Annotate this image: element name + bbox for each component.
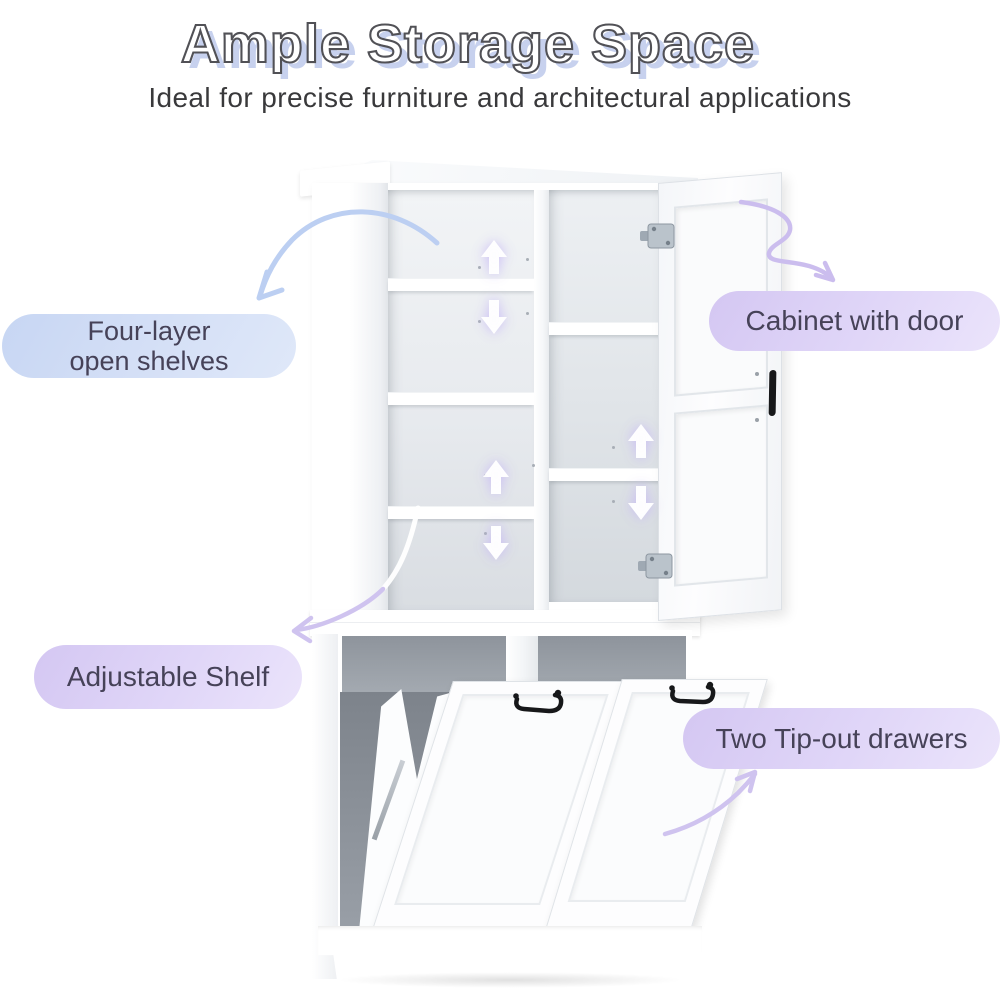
open-shelf-2 <box>388 392 534 405</box>
door-handle <box>768 369 777 417</box>
shelf-pin-hole <box>526 312 529 315</box>
callout-open-shelves-line1: Four-layer <box>87 315 211 346</box>
shelf-pin-hole <box>526 258 529 261</box>
open-shelf-1 <box>388 278 534 291</box>
callout-tip-out-drawers-label: Two Tip-out drawers <box>715 722 968 754</box>
callout-adjustable-shelf-label: Adjustable Shelf <box>66 661 270 693</box>
shelf-adjust-down-icon <box>628 482 654 520</box>
page-title-shadow-text: Ample Storage Space <box>188 20 762 80</box>
shelf-adjust-down-icon <box>483 522 509 560</box>
shelf-pin-hole <box>478 266 481 269</box>
door-lower-recessed-panel <box>674 404 768 587</box>
shelf-pin-hole <box>484 532 487 535</box>
shelf-pin-hole <box>612 446 615 449</box>
shelf-adjust-down-icon <box>481 296 507 334</box>
shelf-pin-hole <box>478 320 481 323</box>
center-divider-panel <box>534 190 549 610</box>
open-shelf-3 <box>388 506 534 519</box>
callout-adjustable-shelf: Adjustable Shelf <box>34 645 302 709</box>
shelf-adjust-up-icon <box>628 424 654 462</box>
shelf-adjust-up-icon <box>483 460 509 498</box>
door-compartment-interior <box>549 190 677 602</box>
callout-tip-out-drawers: Two Tip-out drawers <box>683 708 1000 769</box>
cabinet-door <box>658 172 782 621</box>
cabinet-shelf-1 <box>549 322 677 335</box>
page-title-text: Ample Storage Space <box>181 14 755 74</box>
floor-shadow <box>336 972 684 988</box>
callout-cabinet-with-door: Cabinet with door <box>709 291 1000 351</box>
upper-cabinet-left-side-panel <box>312 183 388 628</box>
callout-cabinet-with-door-label: Cabinet with door <box>745 305 964 337</box>
callout-open-shelves-line2: open shelves <box>69 346 229 376</box>
page-subtitle: Ideal for precise furniture and architec… <box>148 82 852 113</box>
shelf-pin-hole <box>532 464 535 467</box>
callout-open-shelves: Four-layer open shelves <box>2 314 296 378</box>
page-title: Ample Storage Space Ample Storage Space <box>180 13 762 80</box>
shelf-adjust-up-icon <box>481 240 507 278</box>
cabinet-shelf-2 <box>549 468 677 481</box>
shelf-pin-hole <box>612 500 615 503</box>
lower-cabinet-left-side-panel <box>312 634 339 979</box>
